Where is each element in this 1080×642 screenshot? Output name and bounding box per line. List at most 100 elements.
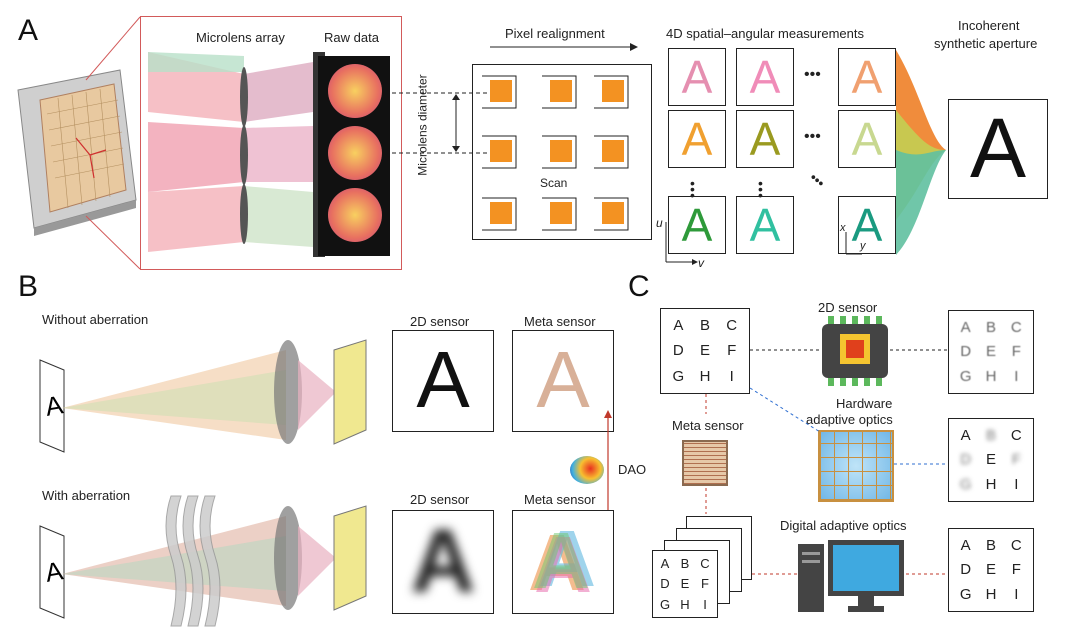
c-sensor-chip (822, 316, 888, 386)
dots-row-1: ••• (804, 66, 821, 83)
b-meta-box-top: A (512, 330, 614, 432)
b-meta-glyph-3: A (534, 520, 592, 609)
svg-text:A: A (43, 389, 66, 422)
measurement-tile-glyph: A (749, 113, 781, 165)
b-sensor2d-box-bottom: A (392, 510, 494, 614)
axis-u: u (656, 216, 663, 230)
b-meta-glyph-4: A (532, 516, 590, 605)
dots-col-2: ••• (758, 175, 763, 203)
zoom-box (140, 16, 402, 270)
grid-letter: I (1014, 476, 1019, 494)
scan-grid (482, 75, 629, 231)
microlens-array-label: Microlens array (196, 30, 285, 45)
measurement-tile-glyph: A (681, 51, 713, 103)
grid-letter: C (700, 555, 710, 571)
grid-letter: B (985, 426, 996, 444)
c-computer-icon (798, 540, 904, 612)
grid-letter: I (729, 367, 734, 385)
b-meta-label-bottom: Meta sensor (524, 492, 596, 507)
grid-letter: D (660, 576, 670, 592)
grid-letter: D (960, 451, 972, 469)
panel-c-letter: C (628, 270, 650, 303)
grid-letter: E (985, 561, 996, 579)
grid-letter: B (699, 317, 710, 335)
grid-letter: B (985, 536, 996, 554)
grid-letter: E (985, 451, 996, 469)
c-hardware-label-2: adaptive optics (806, 412, 893, 427)
synthetic-label-2: synthetic aperture (934, 36, 1038, 51)
measurement-tile: A (736, 110, 794, 168)
grid-letter: H (985, 368, 997, 386)
axis-y: y (860, 240, 866, 252)
grid-letter: A (960, 426, 971, 444)
measurement-tile: A (668, 110, 726, 168)
b-sensor2d-glyph-bottom: A (410, 512, 476, 612)
raw-data-circle-3 (328, 188, 382, 242)
grid-letter: H (680, 597, 690, 613)
grid-letter: G (959, 368, 972, 386)
raw-data-circle-1 (328, 64, 382, 118)
grid-letter: B (985, 318, 996, 336)
b-sensor2d-label-top: 2D sensor (410, 314, 470, 329)
axis-x: x (840, 222, 846, 234)
c-meta-label: Meta sensor (672, 418, 744, 433)
measurement-tile: A (668, 48, 726, 106)
panel-a-letter: A (18, 14, 39, 47)
dao-phase-icon (570, 456, 604, 484)
grid-letter: E (680, 576, 690, 592)
scan-label: Scan (540, 176, 568, 190)
c-digital-label: Digital adaptive optics (780, 518, 907, 533)
measurement-tile: A (838, 110, 896, 168)
c-deformable-mirror (818, 430, 894, 502)
grid-letter: A (673, 317, 684, 335)
without-aberration-label: Without aberration (42, 312, 149, 327)
measurement-tile: A (668, 196, 726, 254)
grid-letter: F (727, 342, 737, 360)
grid-letter: F (701, 576, 709, 592)
measurement-tile: A (736, 196, 794, 254)
b-meta-label-top: Meta sensor (524, 314, 596, 329)
panel-b-letter: B (18, 270, 39, 303)
scan-grid-box (472, 64, 652, 240)
measurement-tile: A (736, 48, 794, 106)
grid-letter: A (960, 536, 971, 554)
grid-letter: C (726, 317, 738, 335)
synthetic-result-glyph: A (969, 101, 1027, 195)
grid-letter: C (1010, 318, 1022, 336)
grid-letter: C (1010, 536, 1022, 554)
synthetic-label-1: Incoherent (958, 18, 1020, 33)
dao-label: DAO (618, 462, 647, 477)
grid-letter: G (659, 597, 671, 613)
grid-letter: D (960, 561, 972, 579)
grid-letter: G (959, 476, 972, 494)
grid-letter: H (985, 476, 997, 494)
grid-letter: I (703, 597, 707, 613)
measurement-tile-glyph: A (851, 113, 883, 165)
microlens-light-cones (148, 52, 325, 257)
measurement-tile-glyph: A (681, 199, 713, 251)
grid-letter: F (1011, 343, 1021, 361)
optics-without-aberration: A (39, 339, 367, 453)
measurement-tile-glyph: A (681, 113, 713, 165)
b-meta-glyph-top: A (536, 335, 590, 424)
b-meta-glyph-1: A (528, 518, 586, 607)
c-meta-chip (682, 440, 728, 486)
pixel-realignment-label: Pixel realignment (505, 26, 605, 41)
grid-letter: I (1014, 586, 1019, 604)
grid-letter: E (699, 342, 710, 360)
axis-v: v (698, 256, 704, 270)
grid-letter: F (1011, 561, 1021, 579)
